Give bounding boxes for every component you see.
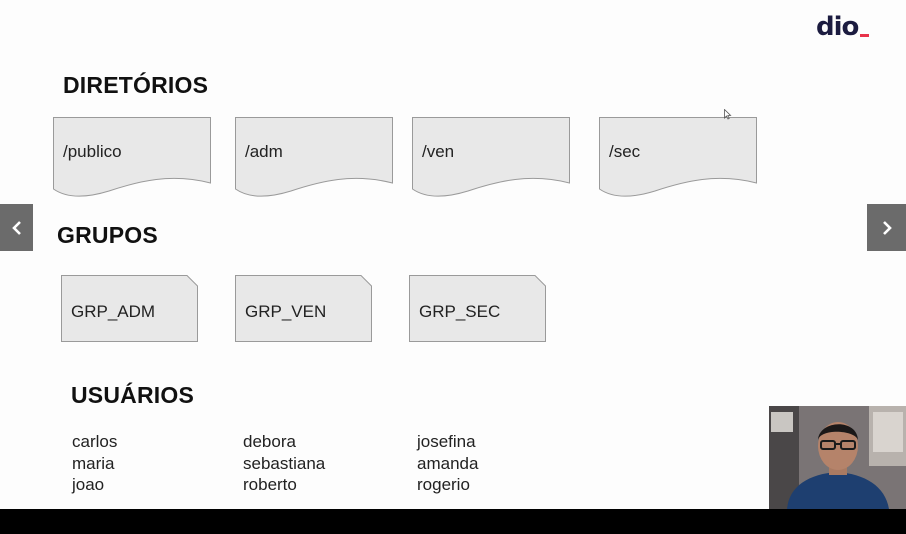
user-name: carlos	[72, 432, 118, 451]
presenter-video-frame	[769, 406, 906, 509]
chevron-right-icon	[882, 220, 892, 235]
group-card-ven: GRP_VEN	[235, 275, 372, 342]
directory-card-adm: /adm	[235, 117, 393, 201]
folded-corner-shape	[235, 275, 372, 342]
document-shape	[235, 117, 393, 197]
prev-slide-button[interactable]	[0, 204, 33, 251]
user-name: rogerio	[417, 475, 470, 494]
document-shape	[53, 117, 211, 197]
logo-text: dio	[816, 12, 859, 42]
directory-card-sec: /sec	[599, 117, 757, 201]
users-column-1: carlos maria joao	[72, 431, 117, 496]
section-title-grupos: GRUPOS	[57, 222, 158, 248]
group-label: GRP_VEN	[245, 302, 327, 321]
section-title-usuarios: USUÁRIOS	[71, 382, 195, 408]
group-label: GRP_ADM	[71, 302, 156, 321]
directory-label: /publico	[63, 142, 122, 161]
group-card-adm: GRP_ADM	[61, 275, 198, 342]
folded-corner-shape	[409, 275, 546, 342]
directory-card-ven: /ven	[412, 117, 570, 201]
next-slide-button[interactable]	[867, 204, 906, 251]
directory-card-publico: /publico	[53, 117, 211, 201]
webcam-video	[769, 406, 906, 509]
slide: dio DIRETÓRIOS /publico /adm /ven /sec G…	[0, 0, 906, 509]
users-column-2: debora sebastiana roberto	[243, 431, 325, 496]
user-name: joao	[72, 475, 105, 494]
users-column-3: josefina amanda rogerio	[417, 431, 478, 496]
user-name: roberto	[243, 475, 297, 494]
mouse-cursor-icon	[724, 107, 732, 125]
user-name: maria	[72, 453, 115, 473]
directory-label: /adm	[245, 142, 283, 161]
directory-label: /ven	[422, 142, 455, 161]
group-card-sec: GRP_SEC	[409, 275, 546, 342]
user-name: debora	[243, 432, 296, 451]
document-shape	[599, 117, 757, 197]
group-label: GRP_SEC	[419, 302, 501, 321]
folded-corner-shape	[61, 275, 198, 342]
user-name: amanda	[417, 453, 479, 473]
document-shape	[412, 117, 570, 197]
directory-label: /sec	[609, 142, 641, 161]
bottom-bar	[0, 509, 906, 534]
user-name: sebastiana	[243, 453, 326, 473]
user-name: josefina	[417, 432, 476, 451]
section-title-diretorios: DIRETÓRIOS	[63, 72, 209, 98]
dio-logo: dio	[816, 12, 870, 42]
chevron-left-icon	[11, 220, 21, 235]
logo-accent-dash	[860, 34, 870, 37]
